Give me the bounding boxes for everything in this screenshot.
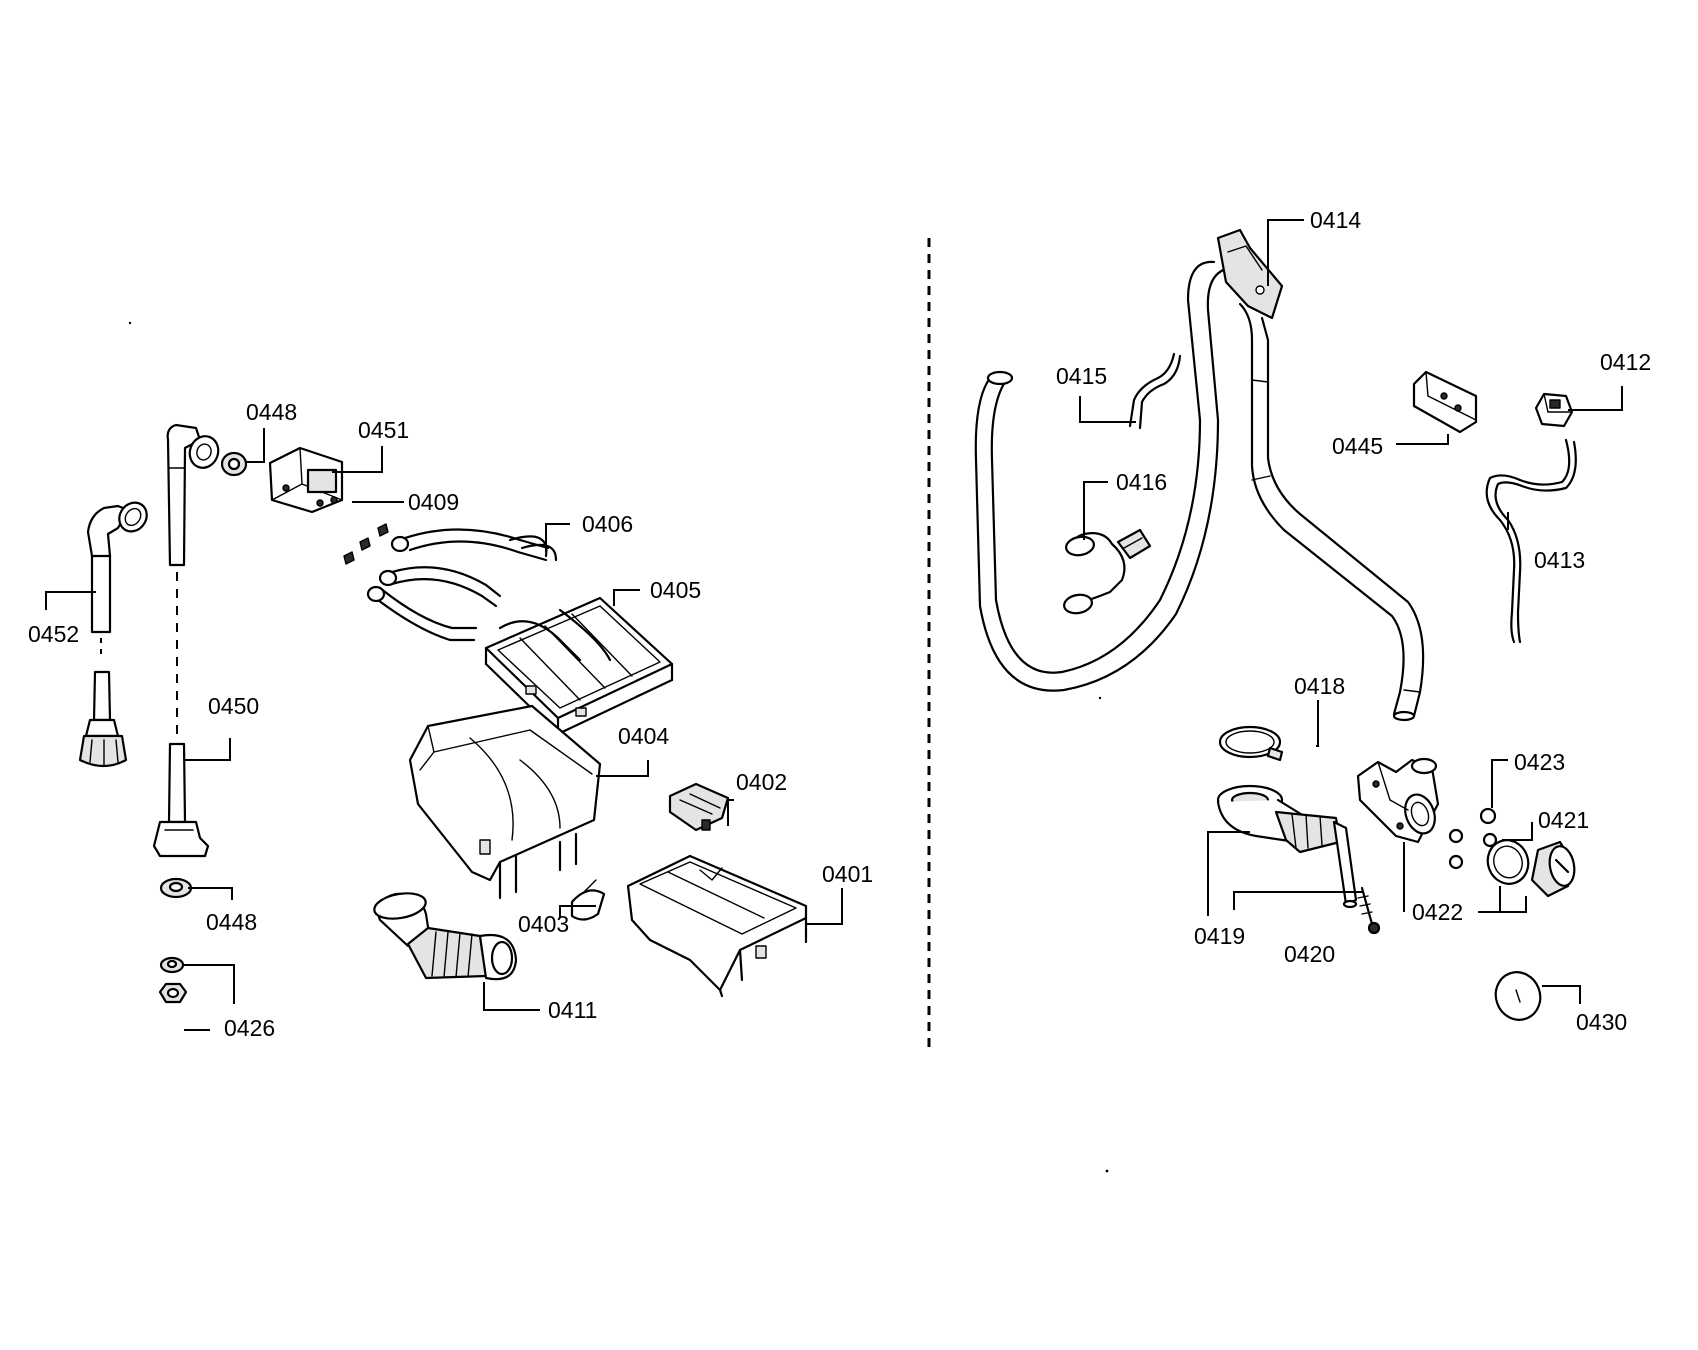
- callout-labels: 0452 0448 0451 0409 0406 0405 0450 0404 …: [28, 207, 1651, 1041]
- part-0445-bracket: [1412, 370, 1478, 434]
- part-0409-screws: [343, 523, 389, 565]
- speck: [128, 321, 132, 325]
- leader-lines: [45, 219, 1623, 1031]
- part-0415-tube: [1128, 352, 1182, 430]
- part-0448-washer-top: [220, 451, 248, 477]
- callout-0450: 0450: [208, 693, 259, 719]
- callout-0426: 0426: [224, 1015, 275, 1041]
- part-0426-nut-washer: [158, 956, 188, 1004]
- part-0418-clamp: [1218, 725, 1284, 762]
- callout-0405: 0405: [650, 577, 701, 603]
- part-0451-inlet-valve: [268, 446, 344, 514]
- part-0401-detergent-drawer: [626, 854, 808, 998]
- callout-0423: 0423: [1514, 749, 1565, 775]
- part-0450-inlet-pipe: [152, 423, 220, 858]
- callout-0421: 0421: [1538, 807, 1589, 833]
- part-0411-bellows-hose: [373, 892, 518, 981]
- callout-0406: 0406: [582, 511, 633, 537]
- callout-0448-top: 0448: [246, 399, 297, 425]
- part-0448-washer-bottom: [159, 877, 193, 899]
- part-0403-clip: [570, 879, 606, 921]
- callout-0420: 0420: [1284, 941, 1335, 967]
- part-0419-sump-hose: [1216, 784, 1358, 909]
- callout-0418: 0418: [1294, 673, 1345, 699]
- callout-0430: 0430: [1576, 1009, 1627, 1035]
- callout-0419: 0419: [1194, 923, 1245, 949]
- callout-0409: 0409: [408, 489, 459, 515]
- callout-0445: 0445: [1332, 433, 1383, 459]
- callout-0448-bottom: 0448: [206, 909, 257, 935]
- callout-0452: 0452: [28, 621, 79, 647]
- callout-0403: 0403: [518, 911, 569, 937]
- speck: [1098, 696, 1102, 700]
- part-0421-pump-filter: [1486, 839, 1576, 898]
- part-0416-y-connector: [1063, 528, 1152, 615]
- part-0423-o-rings: [1448, 807, 1498, 870]
- part-0430-cap: [1494, 971, 1542, 1021]
- part-0452-inlet-hose: [78, 501, 148, 768]
- part-0404-dispenser-housing: [408, 704, 602, 900]
- part-0412-pressure-switch: [1534, 392, 1574, 428]
- part-0413-pressure-tube: [1485, 438, 1577, 644]
- part-0414-drain-hose: [974, 228, 1425, 722]
- callout-0412: 0412: [1600, 349, 1651, 375]
- callout-0402: 0402: [736, 769, 787, 795]
- part-0402-cover-piece: [668, 782, 730, 832]
- callout-0451: 0451: [358, 417, 409, 443]
- callout-0414: 0414: [1310, 207, 1361, 233]
- callout-0413: 0413: [1534, 547, 1585, 573]
- part-0420-screw: [1357, 886, 1381, 935]
- part-0406-hoses: [366, 528, 558, 642]
- callout-0401: 0401: [822, 861, 873, 887]
- callout-0416: 0416: [1116, 469, 1167, 495]
- part-0422-pump-housing: [1356, 757, 1440, 844]
- callout-0404: 0404: [618, 723, 669, 749]
- callout-0411: 0411: [548, 997, 597, 1023]
- speck: [1105, 1169, 1109, 1173]
- callout-0422: 0422: [1412, 899, 1463, 925]
- callout-0415: 0415: [1056, 363, 1107, 389]
